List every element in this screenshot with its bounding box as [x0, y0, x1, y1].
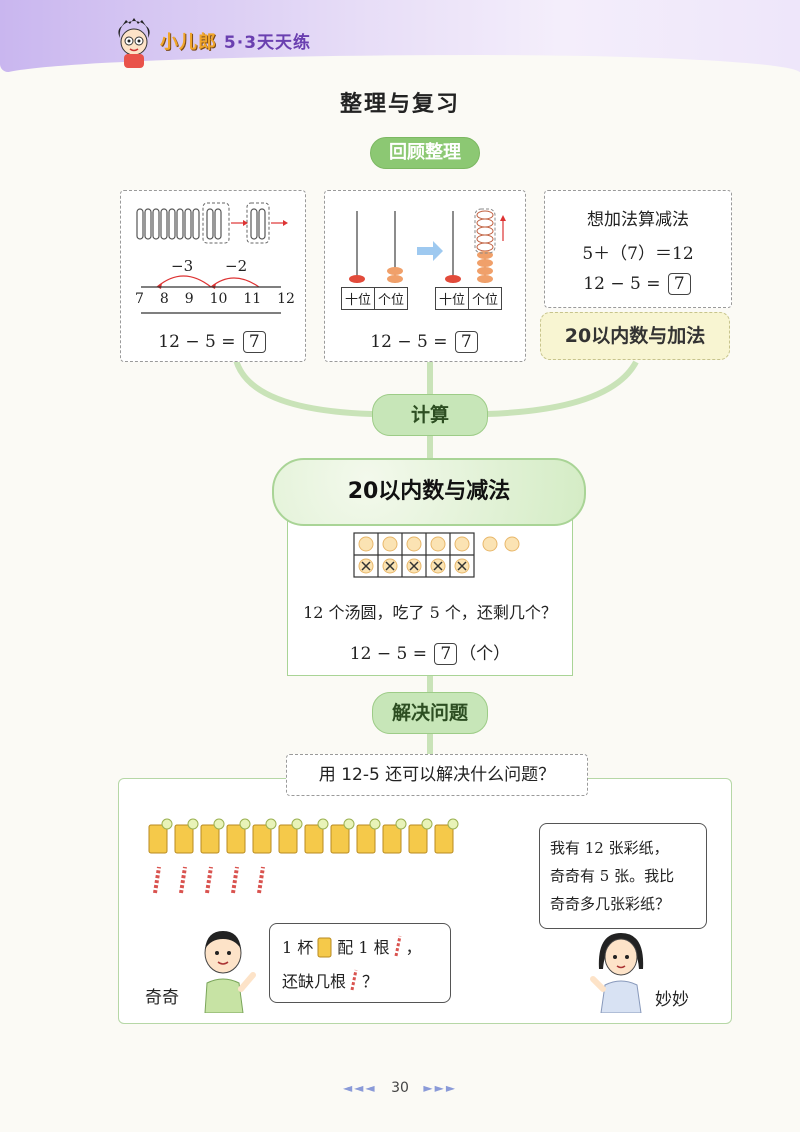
topic-banner: 20以内数与减法: [272, 458, 586, 526]
subtraction-equation: 12 − 5 = 7: [545, 273, 731, 295]
minus-three-label: −3: [171, 257, 194, 275]
mascot-icon: [118, 18, 150, 68]
method-box-count-back: −3 −2 7 8 9 10 11 12 12 − 5 = 7: [120, 190, 306, 362]
problem-solving-box: 奇奇 1 杯 配 1 根 ， 还缺几根 ？ 我有 12 张彩纸， 奇奇有 5 张…: [118, 778, 732, 1024]
tick-label: 10: [209, 291, 228, 307]
equation-text: 12 − 5 =: [158, 332, 236, 352]
tens-label: 十位: [435, 287, 470, 310]
box1-equation: 12 − 5 = 7: [121, 331, 305, 353]
qiqi-speech-line2: 还缺几根 ？: [282, 968, 378, 992]
page-number: 30: [391, 1080, 409, 1096]
tick-label: 8: [159, 291, 169, 307]
left-abacus-labels: 十位 个位: [341, 287, 409, 310]
speech-text: 还缺几根: [282, 972, 347, 991]
ten-frame-figure: [353, 532, 520, 578]
miaomiao-speech-text: 我有 12 张彩纸， 奇奇有 5 张。我比 奇奇多几张彩纸？: [550, 834, 674, 918]
calculation-pill: 计算: [372, 394, 488, 436]
speech-line: 我有 12 张彩纸，: [550, 839, 669, 857]
equation-text: 12 − 5 =: [583, 274, 661, 294]
right-abacus-labels: 十位 个位: [435, 287, 503, 310]
numberline-ticks: 7 8 9 10 11 12: [135, 291, 295, 307]
question-prompt: 用 12-5 还可以解决什么问题？: [286, 754, 588, 796]
page-title: 整理与复习: [339, 92, 460, 117]
miaomiao-name: 妙妙: [655, 990, 689, 1010]
review-pill: 回顾整理: [370, 137, 480, 169]
sticks-numberline-figure: [136, 202, 288, 314]
ones-label: 个位: [375, 287, 409, 310]
minus-two-label: −2: [225, 257, 248, 275]
tangyuan-equation: 12 − 5 = 7（个）: [288, 639, 572, 665]
page-number-bar: ◄◄◄ 30 ►►►: [0, 1080, 800, 1096]
equation-text: 12 − 5 =: [370, 332, 448, 352]
method-box-think-addition: 想加法算减法 5＋（7）＝12 12 − 5 = 7: [544, 190, 732, 308]
series-name: 5·3天天练: [223, 33, 312, 53]
tangyuan-box: 12 个汤圆，吃了 5 个，还剩几个？ 12 − 5 = 7（个）: [287, 515, 573, 676]
answer-box: 7: [667, 273, 691, 295]
answer-box: 7: [454, 331, 478, 353]
unit-label: （个）: [459, 644, 511, 664]
equation-text: 5＋（: [582, 244, 628, 264]
equation-text: 12 − 5 =: [349, 644, 427, 664]
tick-label: 7: [135, 291, 144, 307]
straw-icon: [394, 935, 402, 957]
tick-label: 9: [184, 291, 194, 307]
box2-equation: 12 − 5 = 7: [325, 331, 525, 353]
abacus-figure: [349, 208, 506, 283]
qiqi-name: 奇奇: [145, 988, 179, 1008]
prev-arrows-icon: ◄◄◄: [342, 1081, 377, 1095]
juice-cups-figure: [148, 818, 459, 894]
answer-box: 7: [242, 331, 266, 353]
ones-label: 个位: [469, 287, 503, 310]
straw-icon: [350, 969, 358, 991]
speech-line: 奇奇有 5 张。我比: [550, 867, 675, 885]
miaomiao-avatar: [590, 933, 644, 1013]
qiqi-speech-line1: 1 杯 配 1 根 ，: [282, 934, 422, 958]
solve-problem-pill: 解决问题: [372, 692, 488, 734]
next-arrows-icon: ►►►: [423, 1081, 458, 1095]
equation-text: ）＝12: [638, 244, 694, 264]
qiqi-speech-bubble: 1 杯 配 1 根 ， 还缺几根 ？: [269, 923, 451, 1003]
speech-text: 1 杯: [282, 938, 314, 957]
tens-label: 十位: [341, 287, 376, 310]
brand-title: 小儿郎 5·3天天练: [160, 28, 311, 54]
missing-addend: 7: [627, 244, 638, 264]
juice-cup-icon: [317, 937, 332, 958]
related-topic-tag: 20以内数与加法: [540, 312, 730, 360]
miaomiao-speech-bubble: 我有 12 张彩纸， 奇奇有 5 张。我比 奇奇多几张彩纸？: [539, 823, 707, 929]
qiqi-avatar: [204, 931, 256, 1013]
speech-line: 奇奇多几张彩纸？: [550, 895, 671, 913]
method-box-abacus: 十位 个位 十位 个位 12 − 5 = 7: [324, 190, 526, 362]
speech-text: ？: [362, 972, 379, 991]
speech-text: 配 1 根: [337, 938, 390, 957]
addition-equation: 5＋（7）＝12: [545, 239, 731, 264]
brand-name: 小儿郎: [160, 32, 217, 53]
think-addition-title: 想加法算减法: [587, 210, 689, 230]
tick-label: 11: [243, 291, 262, 307]
tangyuan-question: 12 个汤圆，吃了 5 个，还剩几个？: [303, 603, 557, 622]
speech-text: ，: [405, 938, 422, 957]
tick-label: 12: [277, 291, 295, 307]
answer-box: 7: [434, 643, 458, 665]
